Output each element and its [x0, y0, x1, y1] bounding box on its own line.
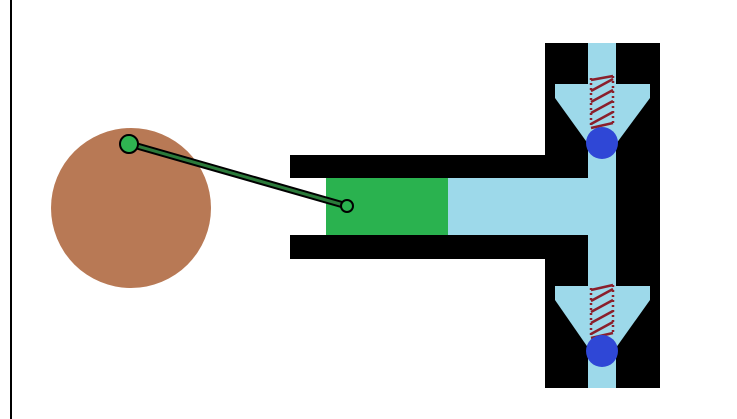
discharge-valve-ball: [586, 127, 618, 159]
cylinder-fluid: [448, 178, 608, 235]
suction-valve-ball: [586, 335, 618, 367]
discharge-valve-chamber: [555, 84, 650, 148]
suction-spring: [589, 283, 615, 340]
cylinder-wall-bottom: [290, 235, 594, 259]
wrist-pin: [340, 199, 354, 213]
cylinder-wall-top: [290, 155, 594, 178]
suction-valve-chamber: [555, 286, 650, 352]
crank-wheel: [51, 128, 211, 288]
connecting-rod-core: [128, 142, 349, 208]
discharge-spring: [589, 74, 615, 130]
crank-pin: [119, 134, 139, 154]
